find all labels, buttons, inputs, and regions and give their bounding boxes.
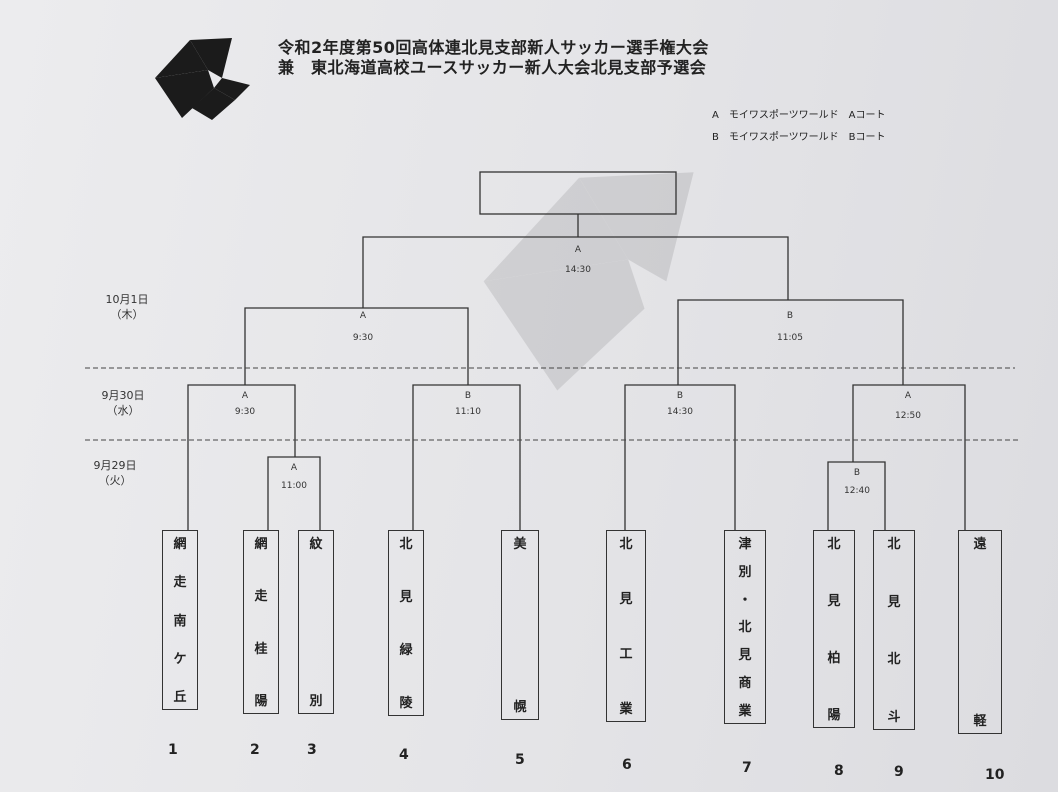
team-number-1: 1 — [168, 742, 178, 758]
date-text: 10月1日 — [105, 293, 149, 306]
team-number-3: 3 — [307, 742, 317, 758]
match-court-final: A — [575, 245, 582, 255]
team-char: 走 — [254, 589, 268, 605]
match-court-qf3: B — [677, 391, 683, 401]
match-court-r1-right: B — [854, 468, 860, 478]
team-box-7: 津 別 ・ 北 見 商 業 — [724, 530, 766, 724]
team-char: 軽 — [973, 714, 987, 729]
team-char: 見 — [887, 594, 901, 610]
team-char: 網 — [254, 537, 268, 552]
team-char: 業 — [619, 702, 633, 717]
team-number-2: 2 — [250, 742, 260, 758]
day-text: （火） — [98, 474, 132, 487]
match-time-r1-left: 11:00 — [281, 481, 307, 491]
team-char: 業 — [738, 703, 752, 719]
team-char: ・ — [738, 592, 752, 608]
team-char: 緑 — [399, 643, 413, 658]
team-char: 遠 — [973, 537, 987, 552]
match-time-semi-right: 11:05 — [777, 333, 803, 343]
team-number-10: 10 — [985, 767, 1005, 783]
team-char: 斗 — [887, 709, 901, 725]
team-char: 桂 — [254, 641, 268, 657]
team-number-6: 6 — [622, 757, 632, 773]
team-char: 北 — [399, 537, 413, 552]
team-box-10: 遠 軽 — [958, 530, 1002, 734]
team-box-5: 美 幌 — [501, 530, 539, 720]
watermark-logo-icon — [483, 172, 694, 391]
team-box-3: 紋 別 — [298, 530, 334, 714]
tournament-logo-icon — [155, 38, 250, 120]
team-char: 北 — [619, 537, 633, 552]
team-char: 陵 — [399, 696, 413, 711]
match-court-qf1: A — [242, 391, 249, 401]
team-char: 紋 — [309, 537, 323, 552]
team-number-5: 5 — [515, 752, 525, 768]
team-char: 北 — [827, 537, 841, 552]
team-char: 北 — [887, 652, 901, 668]
team-char: 工 — [619, 647, 633, 662]
team-number-7: 7 — [742, 760, 752, 776]
match-time-qf3: 14:30 — [667, 407, 693, 417]
team-number-9: 9 — [894, 764, 904, 780]
team-box-9: 北 見 北 斗 — [873, 530, 915, 730]
team-char: 美 — [513, 537, 527, 552]
team-char: 別 — [309, 694, 323, 709]
match-time-qf4: 12:50 — [895, 411, 921, 421]
match-time-qf1: 9:30 — [235, 407, 255, 417]
team-char: 走 — [173, 575, 187, 591]
team-char: 見 — [619, 592, 633, 607]
date-text: 9月30日 — [101, 389, 145, 402]
team-char: 南 — [173, 613, 187, 629]
team-number-8: 8 — [834, 763, 844, 779]
court-legend-a: A モイワスポーツワールド Aコート — [712, 110, 886, 121]
match-court-r1-left: A — [291, 463, 298, 473]
date-label-oct1: 10月1日 （木） — [92, 292, 162, 322]
court-legend-b: B モイワスポーツワールド Bコート — [712, 132, 886, 143]
day-text: （水） — [106, 404, 140, 417]
team-char: 陽 — [827, 708, 841, 723]
team-box-1: 網 走 南 ケ 丘 — [162, 530, 198, 710]
champion-box — [479, 171, 677, 215]
match-court-semi-right: B — [787, 311, 793, 321]
date-text: 9月29日 — [93, 459, 137, 472]
team-box-6: 北 見 工 業 — [606, 530, 646, 722]
team-char: 丘 — [173, 690, 187, 705]
team-number-4: 4 — [399, 747, 409, 763]
team-char: 幌 — [513, 700, 527, 715]
team-char: 網 — [173, 537, 187, 552]
date-label-sep29: 9月29日 （火） — [80, 458, 150, 488]
team-char: ケ — [173, 651, 187, 667]
team-char: 北 — [887, 537, 901, 552]
team-char: 見 — [738, 648, 752, 664]
tournament-title-line1: 令和2年度第50回高体連北見支部新人サッカー選手権大会 — [278, 38, 709, 57]
team-box-2: 網 走 桂 陽 — [243, 530, 279, 714]
team-char: 北 — [738, 620, 752, 636]
team-char: 見 — [827, 594, 841, 609]
match-court-semi-left: A — [360, 311, 367, 321]
team-char: 商 — [738, 676, 752, 692]
match-time-final: 14:30 — [565, 265, 591, 275]
match-court-qf2: B — [465, 391, 471, 401]
match-time-semi-left: 9:30 — [353, 333, 373, 343]
team-char: 陽 — [254, 693, 268, 709]
match-court-qf4: A — [905, 391, 912, 401]
team-box-8: 北 見 柏 陽 — [813, 530, 855, 728]
team-char: 柏 — [827, 651, 841, 666]
team-char: 別 — [738, 564, 752, 580]
team-char: 見 — [399, 590, 413, 605]
match-time-r1-right: 12:40 — [844, 486, 870, 496]
date-label-sep30: 9月30日 （水） — [88, 388, 158, 418]
match-time-qf2: 11:10 — [455, 407, 481, 417]
team-box-4: 北 見 緑 陵 — [388, 530, 424, 716]
day-text: （木） — [110, 308, 144, 321]
team-char: 津 — [738, 537, 752, 552]
tournament-title-line2: 兼 東北海道高校ユースサッカー新人大会北見支部予選会 — [278, 58, 707, 77]
